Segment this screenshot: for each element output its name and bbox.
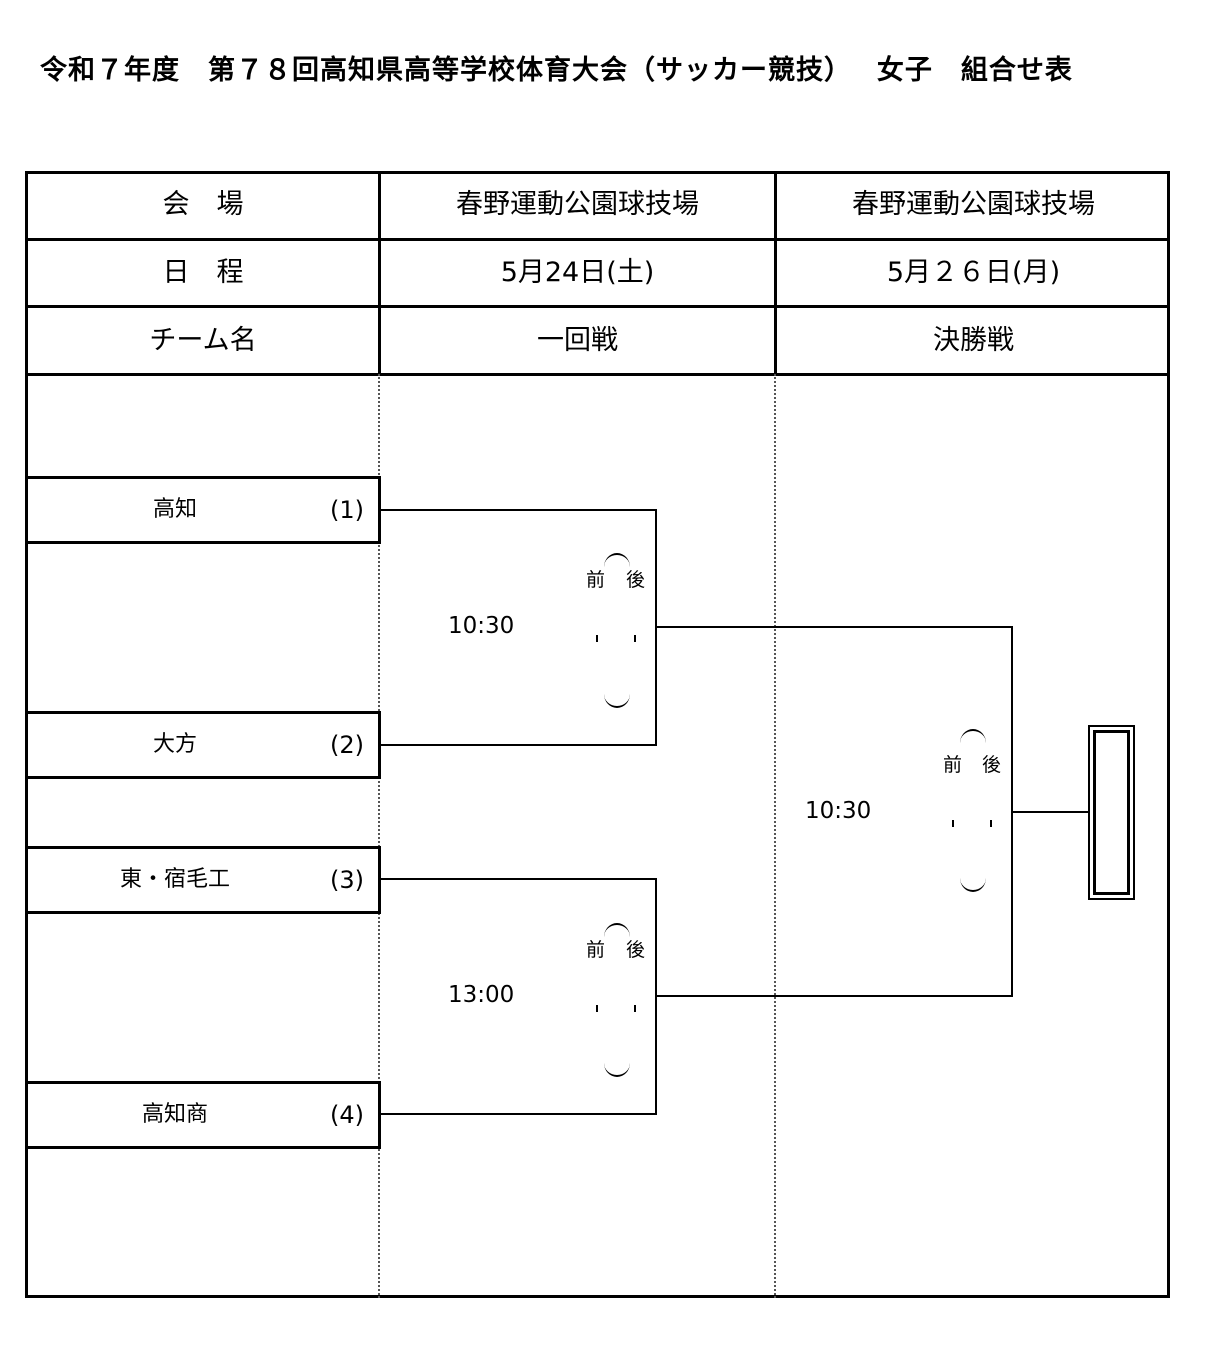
team-name: 高知商 (141, 1102, 208, 1127)
team-seed: (4) (330, 1101, 364, 1129)
second-half-label: 後 (626, 939, 646, 961)
bracket-line (1013, 811, 1089, 813)
first-half-label: 前 (586, 569, 606, 591)
match-time: 10:30 (805, 798, 872, 824)
team-name: 東・宿毛工 (119, 867, 230, 892)
team-slot-2: 大方 (2) (25, 711, 381, 779)
date-round1: 5月24日(土) (500, 257, 655, 288)
date-final: 5月２６日(月) (886, 257, 1061, 288)
column-divider-dotted (378, 374, 380, 1298)
score-bracket-bottom (604, 694, 630, 708)
team-slot-3: 東・宿毛工 (3) (25, 846, 381, 914)
score-mark (952, 820, 954, 827)
team-name: 高知 (152, 497, 197, 522)
match-time: 13:00 (448, 982, 515, 1008)
team-slot-1: 高知 (1) (25, 476, 381, 544)
first-half-label: 前 (586, 939, 606, 961)
header-divider (25, 373, 1170, 376)
final-label: 決勝戦 (933, 325, 1014, 356)
venue-round1: 春野運動公園球技場 (456, 189, 699, 220)
second-half-label: 後 (626, 569, 646, 591)
column-divider (774, 171, 777, 374)
column-divider (378, 171, 381, 374)
score-mark (596, 635, 598, 642)
venue-final: 春野運動公園球技場 (852, 189, 1095, 220)
team-seed: (1) (330, 496, 364, 524)
score-bracket-bottom (960, 878, 986, 892)
header-divider (25, 305, 1170, 308)
bracket-line (657, 626, 1013, 628)
score-mark (634, 1005, 636, 1012)
bracket-table (25, 171, 1170, 1298)
first-half-label: 前 (943, 754, 963, 776)
score-mark (596, 1005, 598, 1012)
bracket-line (655, 878, 657, 1115)
winner-box-inner (1093, 730, 1130, 895)
score-mark (634, 635, 636, 642)
second-half-label: 後 (982, 754, 1002, 776)
bracket-line (380, 509, 657, 511)
bracket-line (657, 995, 1013, 997)
team-slot-4: 高知商 (4) (25, 1081, 381, 1149)
team-seed: (3) (330, 866, 364, 894)
match-time: 10:30 (448, 613, 515, 639)
round1-label: 一回戦 (537, 325, 618, 356)
score-bracket-top (604, 553, 630, 567)
score-bracket-bottom (604, 1063, 630, 1077)
bracket-line (655, 509, 657, 746)
score-bracket-top (604, 923, 630, 937)
score-bracket-top (960, 729, 986, 743)
bracket-line (380, 1113, 657, 1115)
date-label: 日 程 (162, 257, 244, 288)
header-divider (25, 238, 1170, 241)
venue-label: 会 場 (162, 189, 244, 220)
winner-box (1088, 725, 1135, 900)
team-seed: (2) (330, 731, 364, 759)
bracket-line (1011, 626, 1013, 997)
bracket-line (380, 878, 657, 880)
page-title: 令和７年度 第７８回高知県高等学校体育大会（サッカー競技） 女子 組合せ表 (40, 55, 1073, 86)
score-mark (990, 820, 992, 827)
column-divider-dotted (774, 374, 776, 1298)
team-label: チーム名 (149, 325, 257, 356)
team-name: 大方 (152, 732, 197, 757)
bracket-line (380, 744, 657, 746)
